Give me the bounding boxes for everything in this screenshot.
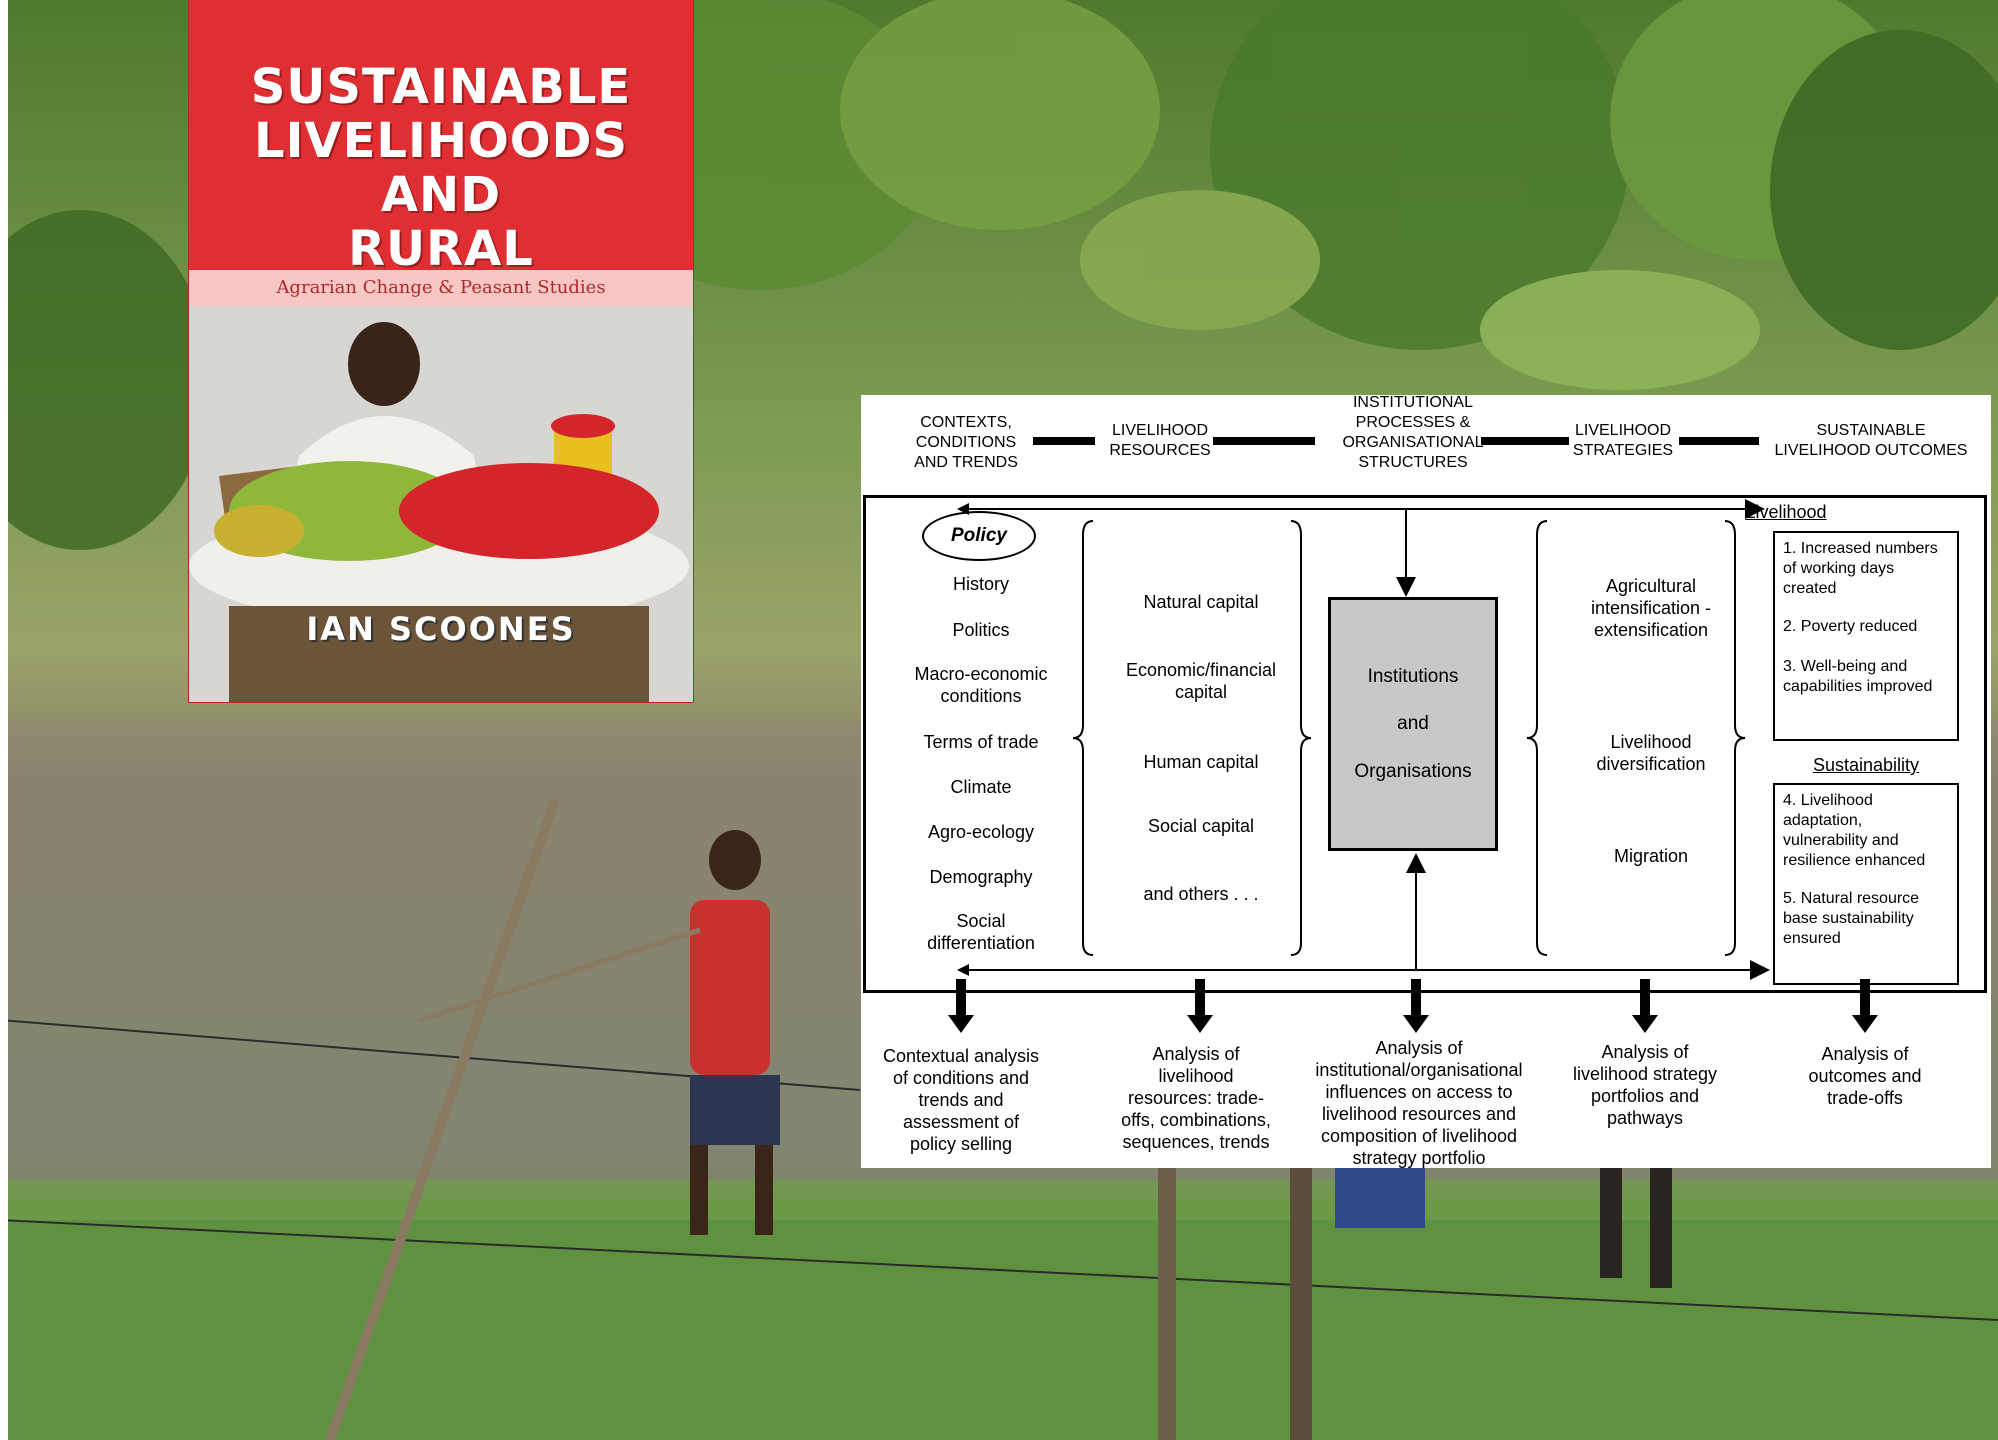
resource-item: Economic/financial capital xyxy=(1125,660,1277,702)
strategy-item: Livelihood diversification xyxy=(1596,732,1706,774)
context-item: Demography xyxy=(929,867,1033,887)
header-resources: LIVELIHOOD RESOURCES xyxy=(1109,422,1211,459)
context-item: Climate xyxy=(950,777,1012,797)
policy-oval: Policy xyxy=(922,511,1036,561)
header-contexts: CONTEXTS, CONDITIONS AND TRENDS xyxy=(914,414,1018,471)
analysis-institutions: Analysis of institutional/organisational… xyxy=(1315,1038,1523,1168)
outcome-item: 5. Natural resource base sustainability … xyxy=(1783,890,1920,947)
image-border xyxy=(0,0,8,1440)
livelihoods-framework-diagram: CONTEXTS, CONDITIONS AND TRENDS LIVELIHO… xyxy=(861,394,1991,1168)
outcome-item: 1. Increased numbers of working days cre… xyxy=(1783,540,1938,597)
context-item: Terms of trade xyxy=(923,732,1039,752)
analysis-arrow xyxy=(1640,979,1650,1019)
context-item: Macro-economic conditions xyxy=(914,664,1048,706)
book-cover: SUSTAINABLE LIVELIHOODS AND RURAL DEVELO… xyxy=(189,0,693,702)
analysis-strategies: Analysis of livelihood strategy portfoli… xyxy=(1572,1042,1718,1128)
child-figure xyxy=(419,830,780,1235)
resource-item: and others . . . xyxy=(1143,884,1259,904)
header-connector xyxy=(1213,437,1315,445)
context-item: Agro-ecology xyxy=(927,822,1035,842)
livelihood-outcomes-box: 1. Increased numbers of working days cre… xyxy=(1773,531,1959,741)
outcome-item: 2. Poverty reduced xyxy=(1783,618,1918,635)
header-strategies: LIVELIHOOD STRATEGIES xyxy=(1572,422,1674,459)
brace-left-resources xyxy=(1072,520,1094,956)
context-item: Social differentiation xyxy=(927,911,1035,953)
framework-frame xyxy=(863,495,1987,993)
strategy-item: Migration xyxy=(1613,846,1689,866)
brace-right-resources xyxy=(1290,520,1312,956)
header-connector xyxy=(1033,437,1095,445)
market-vendor-photo xyxy=(189,306,693,702)
analysis-outcomes: Analysis of outcomes and trade-offs xyxy=(1808,1044,1922,1108)
resource-item: Social capital xyxy=(1147,816,1255,836)
sustainability-heading: Sustainability xyxy=(1812,755,1920,775)
livelihood-heading: Livelihood xyxy=(1745,502,1827,522)
resource-item: Natural capital xyxy=(1143,592,1259,612)
analysis-contexts: Contextual analysis of conditions and tr… xyxy=(882,1046,1040,1154)
institutions-label: and xyxy=(1397,713,1429,734)
header-connector xyxy=(1481,437,1569,445)
context-item: History xyxy=(952,574,1009,594)
resource-item: Human capital xyxy=(1143,752,1259,772)
outcome-item: 4. Livelihood adaptation, vulnerability … xyxy=(1783,792,1926,869)
diagram-connectors xyxy=(948,499,1878,1033)
header-institutional: INSTITUTIONAL PROCESSES & ORGANISATIONAL… xyxy=(1342,394,1484,471)
header-connector xyxy=(1679,437,1759,445)
institutions-label: Institutions xyxy=(1367,666,1459,687)
institutions-box: Institutions and Organisations xyxy=(1328,597,1498,851)
outcome-item: 3. Well-being and capabilities improved xyxy=(1783,658,1933,695)
header-outcomes: SUSTAINABLE LIVELIHOOD OUTCOMES xyxy=(1774,422,1968,459)
analysis-arrow xyxy=(1195,979,1205,1019)
brace-left-strategies xyxy=(1526,520,1548,956)
book-author: IAN SCOONES xyxy=(306,610,576,648)
institutions-label: Organisations xyxy=(1354,761,1472,782)
analysis-arrow xyxy=(1860,979,1870,1019)
brace-right-strategies xyxy=(1724,520,1746,956)
book-series: Agrarian Change & Peasant Studies xyxy=(189,270,693,306)
context-item: Politics xyxy=(952,620,1010,640)
strategy-item: Agricultural intensification - extensifi… xyxy=(1590,576,1712,640)
analysis-resources: Analysis of livelihood resources: trade-… xyxy=(1121,1044,1271,1152)
analysis-arrow xyxy=(956,979,966,1019)
analysis-arrow xyxy=(1411,979,1421,1019)
